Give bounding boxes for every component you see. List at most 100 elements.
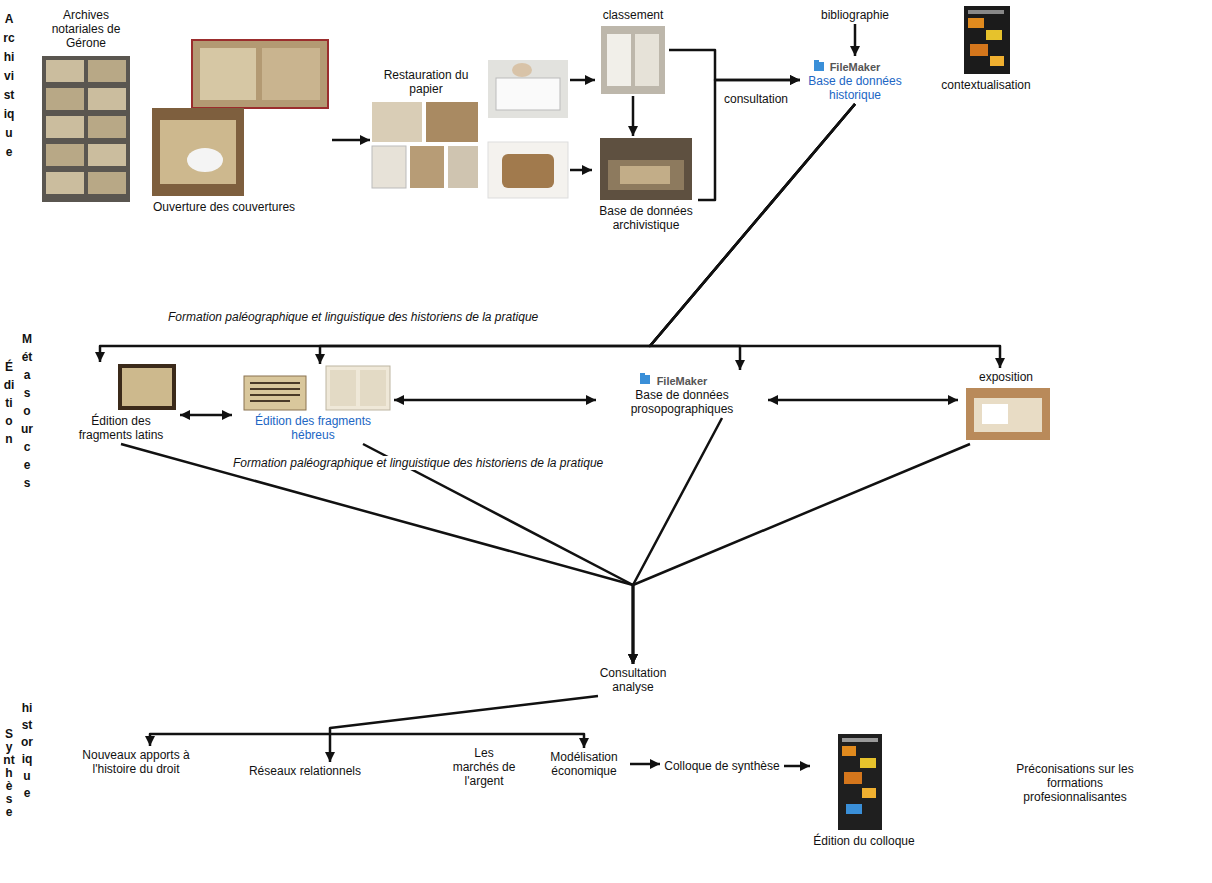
archive-box bbox=[88, 60, 126, 82]
script-line bbox=[250, 382, 300, 384]
arrow-connector bbox=[784, 765, 810, 768]
cover-block bbox=[860, 758, 876, 768]
node-text: Archives notariales de Gérone bbox=[41, 8, 131, 50]
restoration-photo bbox=[448, 146, 478, 188]
fragment-photo bbox=[244, 376, 306, 410]
tray bbox=[496, 78, 560, 110]
book-photo bbox=[192, 40, 328, 108]
arrow-connector bbox=[121, 444, 633, 664]
text-node: Édition du colloque bbox=[810, 732, 918, 850]
node-text: Édition des fragments hébreus bbox=[235, 414, 391, 442]
text-node: exposition bbox=[958, 368, 1054, 444]
node-text: bibliographie bbox=[813, 8, 897, 22]
cover-block bbox=[990, 56, 1004, 66]
paper-photo bbox=[488, 142, 568, 198]
cover-block bbox=[968, 18, 984, 28]
text-node: Édition des fragments latins bbox=[62, 362, 180, 444]
filemaker-icon bbox=[814, 62, 824, 71]
arrow-connector bbox=[854, 24, 857, 56]
restoration-photo bbox=[426, 102, 478, 142]
text-node: Consultation analyse bbox=[588, 664, 678, 696]
showcase bbox=[974, 398, 1042, 432]
layout-arrow bbox=[570, 79, 595, 82]
arrow-connector bbox=[100, 104, 855, 362]
archive-box bbox=[46, 116, 84, 138]
archive-box bbox=[46, 144, 84, 166]
exhibition-photo bbox=[966, 388, 1050, 440]
text-node: Ouverture des couvertures bbox=[150, 38, 332, 216]
text-node: classement bbox=[597, 6, 669, 96]
cover-block bbox=[844, 772, 862, 784]
restoration-photo bbox=[372, 146, 406, 188]
archive-photo bbox=[42, 56, 130, 202]
node-text: classement bbox=[600, 8, 666, 22]
arrow-connector bbox=[650, 104, 855, 370]
section-label: historique bbox=[21, 700, 33, 802]
cover-block bbox=[862, 788, 876, 798]
arrow-connector bbox=[650, 104, 1000, 368]
arrow-connector bbox=[632, 96, 635, 136]
arrow-connector bbox=[320, 104, 855, 364]
arrow-connector bbox=[633, 418, 722, 664]
arrow-connector bbox=[698, 80, 800, 200]
cover-band bbox=[968, 10, 1004, 14]
register-page bbox=[360, 370, 386, 406]
script-line bbox=[250, 400, 290, 402]
paper-sheet bbox=[502, 154, 554, 188]
arrow-connector bbox=[363, 444, 633, 664]
node-text: Édition du colloque bbox=[813, 834, 915, 848]
node-text: Colloque de synthèse bbox=[663, 759, 781, 773]
text-node: Restauration du papier bbox=[370, 66, 482, 190]
book-page bbox=[160, 120, 236, 184]
node-text: Base de données prosopographiques bbox=[599, 388, 765, 416]
section-label: Archivistique bbox=[3, 10, 15, 162]
archive-box bbox=[88, 172, 126, 194]
book-cover bbox=[964, 6, 1010, 74]
note-label: Formation paléographique et linguistique… bbox=[230, 456, 606, 470]
text-node: Base de données archivistique bbox=[594, 136, 698, 234]
archive-box bbox=[88, 88, 126, 110]
restoration-photo bbox=[410, 146, 444, 188]
text-node: Réseaux relationnels bbox=[240, 762, 370, 780]
node-text: exposition bbox=[961, 370, 1051, 384]
node-text: Restauration du papier bbox=[373, 68, 479, 96]
node-text: Base de données archivistique bbox=[597, 204, 695, 232]
arrow-connector bbox=[630, 763, 660, 766]
cover-band bbox=[842, 738, 878, 742]
section-label: Synthèse bbox=[3, 728, 15, 819]
cover-block bbox=[986, 30, 1002, 40]
cover-block bbox=[846, 804, 862, 814]
node-text: Édition des fragments latins bbox=[65, 414, 177, 442]
node-text: Consultation analyse bbox=[591, 666, 675, 694]
text-node: Archives notariales de Gérone bbox=[38, 6, 134, 204]
archive-box bbox=[46, 172, 84, 194]
parchment bbox=[122, 368, 172, 406]
cabinet bbox=[635, 34, 659, 86]
script-line bbox=[250, 394, 300, 396]
node-text: Les marchés de l'argent bbox=[451, 746, 517, 788]
node-text: Réseaux relationnels bbox=[243, 764, 367, 778]
text-node: FileMakerBase de données prosopographiqu… bbox=[596, 370, 768, 418]
document bbox=[620, 166, 670, 184]
arrow-connector bbox=[669, 50, 800, 80]
node-text: FileMaker bbox=[599, 374, 765, 388]
node-text: Modélisation économique bbox=[541, 750, 627, 778]
table bbox=[608, 160, 684, 190]
arrow-connector bbox=[150, 734, 584, 748]
node-text: Nouveaux apports à l'histoire du droit bbox=[69, 748, 203, 776]
hand bbox=[512, 63, 532, 77]
archive-box bbox=[88, 144, 126, 166]
node-text: Ouverture des couvertures bbox=[153, 200, 329, 214]
cover-block bbox=[970, 44, 988, 56]
archive-box bbox=[46, 88, 84, 110]
book-photo bbox=[152, 108, 244, 196]
arrow-connector bbox=[768, 399, 958, 402]
showcase-document bbox=[982, 404, 1008, 424]
glove bbox=[187, 148, 223, 172]
text-node: Modélisation économique bbox=[538, 748, 630, 780]
note-label: Formation paléographique et linguistique… bbox=[165, 310, 541, 324]
cabinet-photo bbox=[601, 26, 665, 94]
text-node: FileMakerBase de données historique bbox=[800, 56, 910, 104]
section-label: Métasources bbox=[21, 330, 33, 492]
filemaker-icon bbox=[814, 60, 819, 63]
